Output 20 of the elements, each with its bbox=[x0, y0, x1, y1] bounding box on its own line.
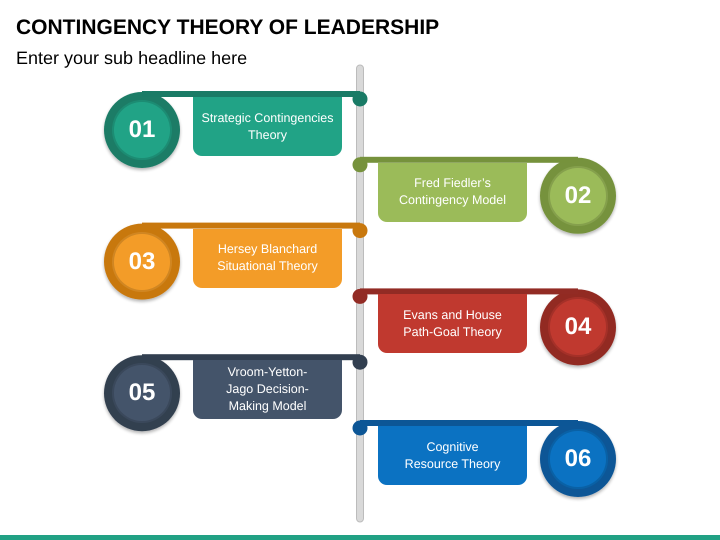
step-number: 03 bbox=[128, 248, 156, 276]
subtitle: Enter your sub headline here bbox=[16, 47, 248, 69]
theory-box bbox=[193, 97, 342, 156]
theory-name: Cognitive Resource Theory bbox=[404, 438, 502, 472]
theory-name: Vroom-Yetton-Jago Decision-Making Model bbox=[225, 364, 310, 416]
theory-box bbox=[378, 294, 527, 354]
step-number: 02 bbox=[564, 182, 592, 210]
theory-box bbox=[193, 360, 342, 420]
step-number: 04 bbox=[564, 313, 592, 342]
step-number: 05 bbox=[128, 379, 156, 408]
theory-box bbox=[193, 228, 342, 288]
theory-name: Fred Fiedler’s Contingency Model bbox=[398, 175, 507, 210]
theory-box bbox=[378, 426, 527, 485]
step-number: 06 bbox=[564, 445, 592, 473]
title: CONTINGENCY THEORY OF LEADERSHIP bbox=[16, 15, 440, 41]
theory-box bbox=[378, 162, 527, 222]
theory-name: Evans and House Path-Goal Theory bbox=[402, 306, 503, 341]
theory-name: Hersey Blanchard Situational Theory bbox=[216, 241, 319, 276]
theory-name: Strategic Contingencies Theory bbox=[200, 110, 335, 144]
step-number: 01 bbox=[128, 116, 156, 144]
